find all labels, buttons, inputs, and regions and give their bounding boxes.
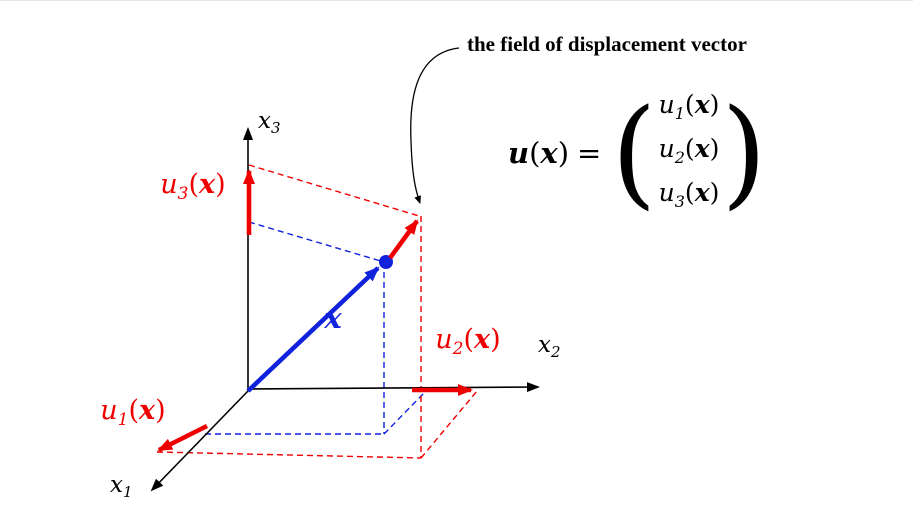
blue-dashed-ground-right	[383, 390, 427, 435]
equation-row-u3: u3(x)	[658, 178, 720, 211]
x2-axis-label: x2	[538, 332, 561, 361]
x1-axis	[150, 390, 249, 492]
x1-axis-label: x1	[110, 472, 133, 501]
u1-component-arrow	[157, 423, 209, 453]
x2-axis	[247, 382, 540, 393]
annotation-leader-line	[410, 47, 460, 204]
position-vector-dot	[379, 255, 393, 269]
position-vector	[246, 255, 393, 393]
x3-axis-label: x3	[258, 108, 281, 137]
annotation-text: the field of displacement vector	[467, 32, 747, 56]
displacement-vector-arrow	[388, 219, 419, 260]
red-dashed-ground-right	[420, 390, 478, 459]
red-projection-dashed-lines	[156, 164, 478, 459]
equation-rows: u1(x) u2(x) u3(x)	[659, 87, 720, 219]
displacement-equation: u(x)= ( u1(x) u2(x) u3(x) )	[508, 87, 767, 219]
equation-row-u2: u2(x)	[658, 134, 720, 167]
equation-lhs: u(x)=	[508, 136, 602, 170]
equation-row-u1: u1(x)	[658, 90, 720, 123]
u1-label: u1(x)	[100, 395, 165, 430]
u3-label: u3(x)	[160, 169, 225, 204]
red-dashed-height-line	[248, 164, 420, 217]
equation-close-paren: )	[721, 83, 767, 222]
position-vector-arrow	[246, 266, 380, 393]
u2-label: u2(x)	[435, 324, 500, 359]
position-vector-label: x	[323, 301, 342, 335]
blue-dashed-height-line	[248, 221, 385, 263]
equation-open-paren: (	[611, 83, 657, 222]
red-dashed-ground-left	[156, 451, 422, 459]
blue-projection-dashed-lines	[205, 221, 427, 435]
